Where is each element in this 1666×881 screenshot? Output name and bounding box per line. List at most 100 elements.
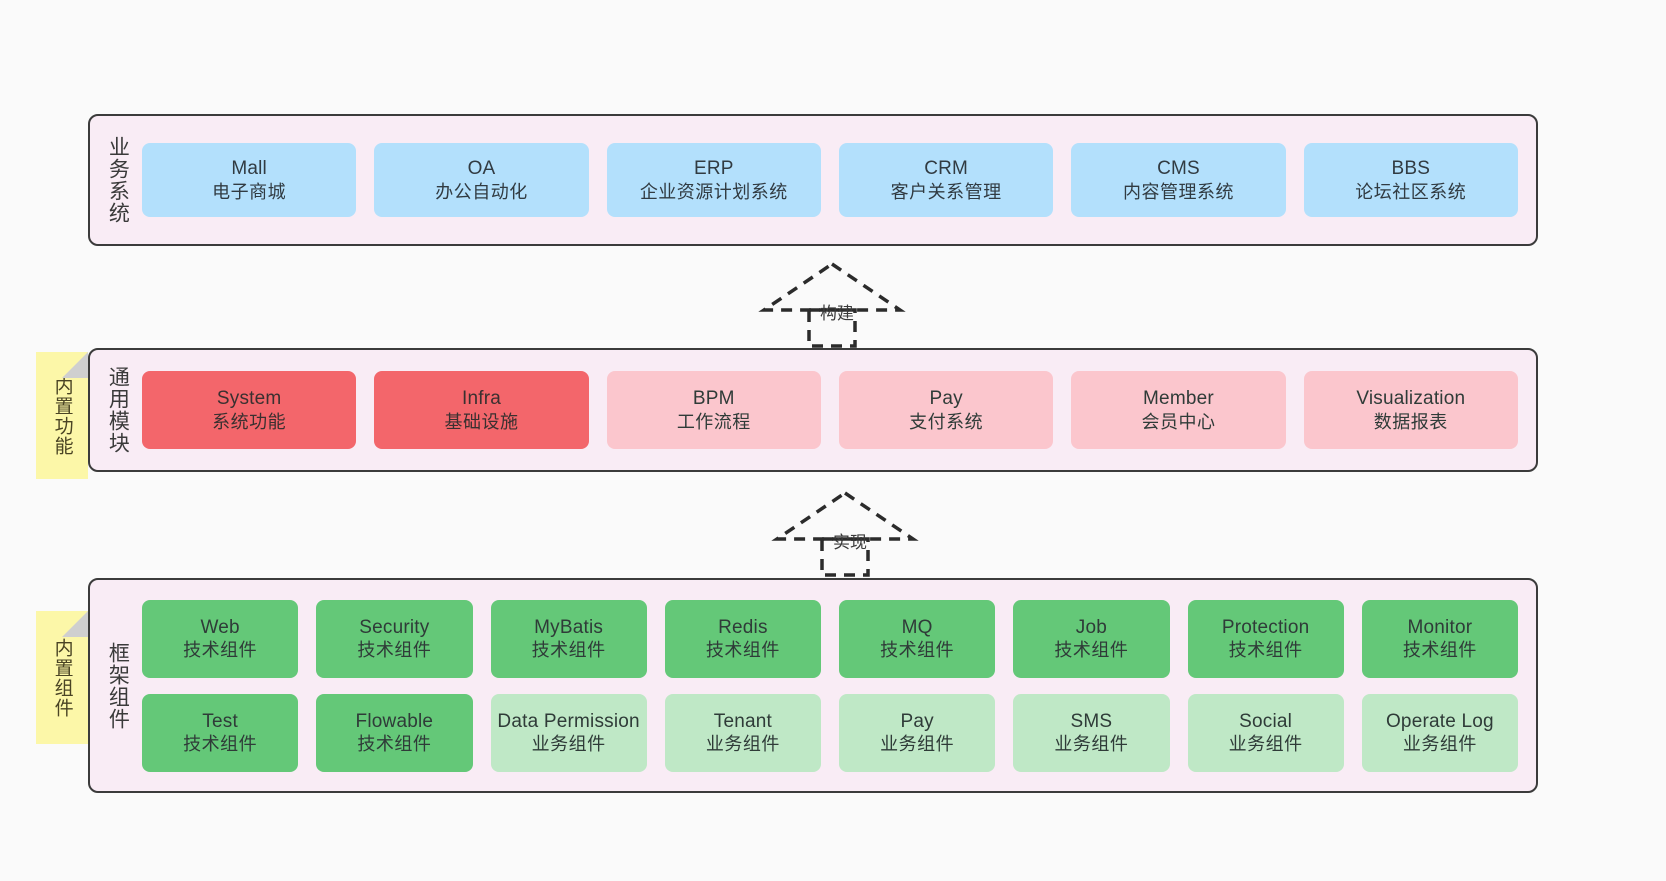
node-data-permission[interactable]: Data Permission 业务组件 — [490, 693, 647, 772]
node-bpm[interactable]: BPM 工作流程 — [606, 371, 821, 449]
node-title: Monitor — [1407, 616, 1473, 638]
node-subtitle: 业务组件 — [1228, 734, 1303, 755]
node-title: Protection — [1221, 616, 1310, 638]
node-subtitle: 业务组件 — [880, 734, 955, 755]
node-title: OA — [467, 158, 496, 180]
node-subtitle: 支付系统 — [909, 411, 984, 432]
node-subtitle: 企业资源计划系统 — [639, 181, 788, 202]
node-bbs[interactable]: BBS 论坛社区系统 — [1303, 143, 1518, 217]
node-job[interactable]: Job 技术组件 — [1013, 599, 1170, 678]
node-system[interactable]: System 系统功能 — [142, 371, 357, 449]
node-oa[interactable]: OA 办公自动化 — [374, 143, 589, 217]
node-subtitle: 基础设施 — [444, 411, 519, 432]
connector-implement: 实现 — [770, 487, 920, 577]
node-title: Security — [359, 616, 430, 638]
node-title: BBS — [1391, 158, 1431, 180]
node-title: Mall — [231, 158, 267, 180]
node-row: Mall 电子商城 OA 办公自动化 ERP 企业资源计划系统 CRM 客户关系… — [142, 143, 1518, 217]
node-member[interactable]: Member 会员中心 — [1071, 371, 1286, 449]
node-subtitle: 数据报表 — [1373, 411, 1448, 432]
node-title: Social — [1239, 710, 1293, 732]
node-redis[interactable]: Redis 技术组件 — [664, 599, 821, 678]
sticky-note-label: 内置功能 — [51, 375, 73, 456]
node-title: Infra — [461, 388, 501, 410]
node-subtitle: 技术组件 — [183, 734, 258, 755]
sticky-note-builtin-components: 内置组件 — [36, 611, 88, 744]
node-title: Operate Log — [1385, 710, 1494, 732]
node-subtitle: 会员中心 — [1141, 411, 1216, 432]
node-sms[interactable]: SMS 业务组件 — [1013, 693, 1170, 772]
node-subtitle: 业务组件 — [1054, 734, 1129, 755]
node-social[interactable]: Social 业务组件 — [1187, 693, 1344, 772]
node-mall[interactable]: Mall 电子商城 — [142, 143, 357, 217]
node-pay-module[interactable]: Pay 支付系统 — [838, 371, 1054, 449]
node-crm[interactable]: CRM 客户关系管理 — [838, 143, 1054, 217]
node-subtitle: 技术组件 — [531, 640, 606, 661]
node-row: System 系统功能 Infra 基础设施 BPM 工作流程 Pay 支付系统… — [142, 371, 1518, 449]
node-title: Test — [202, 710, 238, 732]
layer-body-business-system: Mall 电子商城 OA 办公自动化 ERP 企业资源计划系统 CRM 客户关系… — [134, 116, 1536, 244]
node-subtitle: 办公自动化 — [435, 181, 528, 202]
node-subtitle: 工作流程 — [676, 411, 751, 432]
node-test[interactable]: Test 技术组件 — [142, 693, 299, 772]
node-subtitle: 业务组件 — [705, 734, 780, 755]
node-title: CMS — [1157, 158, 1200, 180]
node-infra[interactable]: Infra 基础设施 — [374, 371, 589, 449]
node-title: Redis — [718, 616, 768, 638]
node-title: MQ — [901, 616, 933, 638]
node-flowable[interactable]: Flowable 技术组件 — [316, 693, 473, 772]
connector-build: 构建 — [757, 258, 907, 348]
node-subtitle: 论坛社区系统 — [1355, 181, 1467, 202]
node-protection[interactable]: Protection 技术组件 — [1187, 599, 1344, 678]
node-web[interactable]: Web 技术组件 — [142, 599, 299, 678]
node-pay-component[interactable]: Pay 业务组件 — [839, 693, 996, 772]
sticky-note-builtin-features: 内置功能 — [36, 352, 88, 479]
node-title: Visualization — [1356, 388, 1466, 410]
node-subtitle: 技术组件 — [1402, 640, 1477, 661]
node-operate-log[interactable]: Operate Log 业务组件 — [1361, 693, 1518, 772]
node-visualization[interactable]: Visualization 数据报表 — [1303, 371, 1518, 449]
node-tenant[interactable]: Tenant 业务组件 — [664, 693, 821, 772]
node-subtitle: 技术组件 — [183, 640, 258, 661]
layer-caption-common-module: 通用模块 — [106, 366, 130, 454]
node-monitor[interactable]: Monitor 技术组件 — [1361, 599, 1518, 678]
node-mq[interactable]: MQ 技术组件 — [839, 599, 996, 678]
node-row: Test 技术组件 Flowable 技术组件 Data Permission … — [142, 693, 1518, 772]
node-subtitle: 技术组件 — [357, 734, 432, 755]
node-subtitle: 内容管理系统 — [1122, 181, 1234, 202]
node-title: MyBatis — [534, 616, 604, 638]
node-title: Member — [1143, 388, 1214, 410]
node-title: Flowable — [355, 710, 434, 732]
node-title: ERP — [693, 158, 734, 180]
node-erp[interactable]: ERP 企业资源计划系统 — [606, 143, 821, 217]
node-subtitle: 系统功能 — [212, 411, 287, 432]
node-security[interactable]: Security 技术组件 — [316, 599, 473, 678]
node-subtitle: 技术组件 — [705, 640, 780, 661]
layer-caption-business-system: 业务系统 — [106, 136, 130, 224]
node-title: Web — [200, 616, 240, 638]
node-title: Pay — [900, 710, 934, 732]
node-title: BPM — [692, 388, 735, 410]
node-subtitle: 电子商城 — [212, 181, 287, 202]
node-subtitle: 业务组件 — [531, 734, 606, 755]
layer-caption-framework-component: 框架组件 — [106, 641, 130, 730]
node-title: Tenant — [713, 710, 772, 732]
node-subtitle: 技术组件 — [357, 640, 432, 661]
node-subtitle: 技术组件 — [880, 640, 955, 661]
node-subtitle: 业务组件 — [1402, 734, 1477, 755]
node-mybatis[interactable]: MyBatis 技术组件 — [490, 599, 647, 678]
sticky-note-label: 内置组件 — [51, 637, 73, 718]
layer-business-system: 业务系统 Mall 电子商城 OA 办公自动化 ERP 企业资源计划系统 CRM… — [88, 114, 1538, 246]
node-cms[interactable]: CMS 内容管理系统 — [1071, 143, 1286, 217]
node-row: Web 技术组件 Security 技术组件 MyBatis 技术组件 Redi… — [142, 599, 1518, 678]
node-subtitle: 客户关系管理 — [890, 181, 1002, 202]
connector-label-implement: 实现 — [833, 533, 867, 552]
node-subtitle: 技术组件 — [1228, 640, 1303, 661]
node-subtitle: 技术组件 — [1054, 640, 1129, 661]
connector-label-build: 构建 — [820, 304, 854, 323]
layer-body-common-module: System 系统功能 Infra 基础设施 BPM 工作流程 Pay 支付系统… — [134, 350, 1536, 470]
node-title: SMS — [1070, 710, 1113, 732]
node-title: System — [216, 388, 282, 410]
node-title: Job — [1075, 616, 1107, 638]
layer-common-module: 通用模块 System 系统功能 Infra 基础设施 BPM 工作流程 Pay… — [88, 348, 1538, 472]
